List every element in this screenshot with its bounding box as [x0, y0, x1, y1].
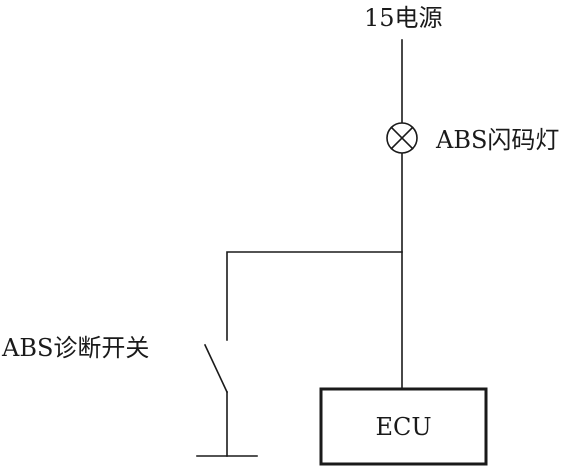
- warning-lamp-label: ABS闪码灯: [435, 126, 559, 154]
- warning-lamp-icon: [386, 122, 418, 154]
- ecu-label: ECU: [375, 413, 431, 441]
- ecu-box: [319, 387, 488, 466]
- power-source-label: 15电源: [364, 4, 443, 32]
- diagnostic-switch-label: ABS诊断开关: [1, 334, 149, 362]
- switch-branch-wire: [226, 251, 403, 341]
- diagnostic-switch-icon: [203, 343, 229, 394]
